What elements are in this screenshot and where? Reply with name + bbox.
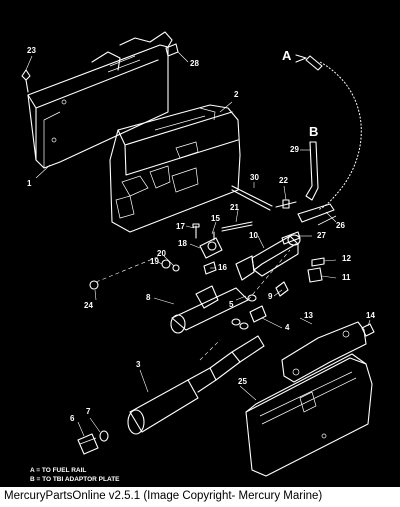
- part-16-clip: [203, 261, 217, 275]
- callout-13: 13: [304, 311, 313, 320]
- callout-21: 21: [230, 203, 239, 212]
- callout-11: 11: [342, 273, 351, 282]
- callout-25: 25: [238, 377, 247, 386]
- callout-30: 30: [250, 173, 259, 182]
- callout-23: 23: [27, 46, 36, 55]
- callout-29: 29: [290, 145, 299, 154]
- part-14-screw: [361, 323, 375, 337]
- part-23-bolt: [21, 69, 31, 93]
- part-15-sender: [199, 231, 223, 259]
- callout-22: 22: [279, 176, 288, 185]
- callout-17: 17: [176, 222, 185, 231]
- callout-27: 27: [317, 231, 326, 240]
- callout-4: 4: [285, 323, 290, 332]
- part-5-o-rings: [231, 294, 257, 330]
- part-1-mounting-bracket: [27, 31, 173, 169]
- part-2-housing: [109, 104, 241, 233]
- part-24-screw: [89, 255, 161, 290]
- callout-15: 15: [211, 214, 220, 223]
- part-12-fitting: [311, 257, 325, 267]
- part-25-cover: [245, 353, 373, 477]
- marker-a: A: [282, 48, 292, 63]
- exploded-parts-diagram: A B 1 2 3 4 5 6 7 8 9 10 11 12 13 14 15 …: [0, 0, 400, 487]
- diagram-canvas: A B 1 2 3 4 5 6 7 8 9 10 11 12 13 14 15 …: [21, 31, 375, 483]
- part-20-washer: [172, 264, 180, 272]
- part-4-fitting: [249, 305, 267, 323]
- legend-line-b: B = TO TBI ADAPTOR PLATE: [30, 476, 120, 483]
- part-22-fitting: [275, 199, 297, 209]
- callout-28: 28: [190, 59, 199, 68]
- callout-20: 20: [157, 249, 166, 258]
- part-11-fitting: [307, 267, 323, 283]
- callout-10: 10: [249, 231, 258, 240]
- callout-12: 12: [342, 254, 351, 263]
- caption-text: MercuryPartsOnline v2.5.1 (Image Copyrig…: [4, 490, 323, 502]
- callout-6: 6: [70, 414, 75, 423]
- part-6-fitting: [77, 433, 99, 455]
- callout-14: 14: [366, 311, 375, 320]
- part-29-hose: [305, 141, 319, 201]
- part-26-fuel-line: [297, 55, 362, 226]
- marker-a-arrow: [295, 54, 307, 63]
- callout-1: 1: [27, 179, 32, 188]
- part-9-fitting: [275, 281, 289, 297]
- callout-18: 18: [178, 239, 187, 248]
- callout-3: 3: [136, 360, 141, 369]
- marker-b: B: [309, 124, 318, 139]
- legend-line-a: A = TO FUEL RAIL: [30, 467, 86, 474]
- callout-24: 24: [84, 301, 93, 310]
- part-3-fuel-pump: [127, 335, 265, 435]
- callout-2: 2: [234, 90, 239, 99]
- part-7-washer: [99, 430, 109, 442]
- image-caption-bar: MercuryPartsOnline v2.5.1 (Image Copyrig…: [0, 488, 400, 507]
- part-21-bolt: [221, 221, 253, 232]
- part-17-screw: [192, 223, 200, 239]
- part-30-rod: [231, 185, 273, 211]
- callout-26: 26: [336, 221, 345, 230]
- callout-19: 19: [150, 257, 159, 266]
- callout-5: 5: [229, 300, 234, 309]
- part-13-bracket: [281, 321, 367, 383]
- part-27-fitting: [281, 231, 301, 245]
- callout-7: 7: [86, 407, 91, 416]
- leader-lines: [25, 51, 371, 437]
- callout-9: 9: [268, 292, 273, 301]
- callout-8: 8: [146, 293, 151, 302]
- callout-16: 16: [218, 263, 227, 272]
